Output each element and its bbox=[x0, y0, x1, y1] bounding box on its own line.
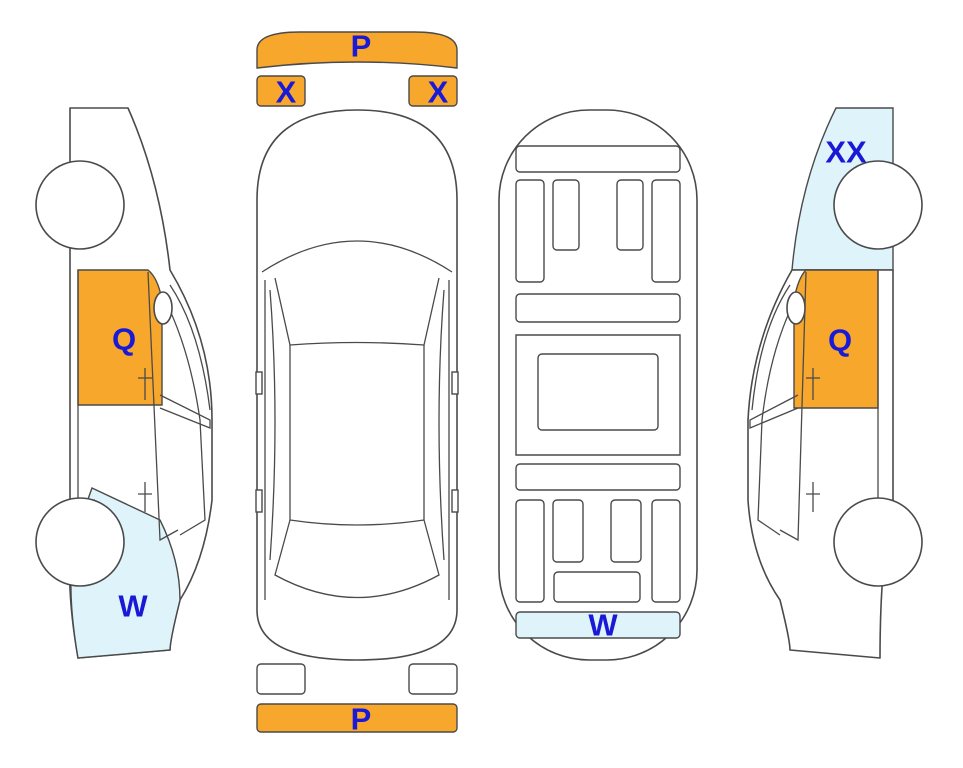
left-front-door-panel[interactable] bbox=[77, 269, 163, 406]
top-view: P X X P bbox=[255, 29, 459, 737]
underbody-view: W bbox=[498, 109, 698, 661]
rear-bumper-panel[interactable] bbox=[256, 703, 458, 733]
front-right-light-panel[interactable] bbox=[408, 75, 458, 107]
rear-left-light[interactable] bbox=[256, 663, 306, 695]
rear-bumper-label: P bbox=[351, 702, 372, 737]
right-side-view: XX Q bbox=[747, 107, 923, 659]
front-bumper-panel[interactable] bbox=[256, 31, 458, 69]
rear-right-light[interactable] bbox=[408, 663, 458, 695]
left-side-view: Q W bbox=[35, 107, 213, 659]
front-left-light-panel[interactable] bbox=[256, 75, 306, 107]
left-front-wheel bbox=[35, 160, 125, 250]
right-front-door-label: Q bbox=[828, 323, 852, 358]
front-bumper-label: P bbox=[351, 29, 372, 64]
underbody-rear-label: W bbox=[588, 608, 618, 643]
front-left-light-label: X bbox=[276, 75, 297, 110]
left-front-door-label: Q bbox=[112, 322, 136, 357]
top-view-body bbox=[256, 109, 458, 661]
left-rear-quarter-label: W bbox=[118, 589, 148, 624]
underbody-rear-panel[interactable] bbox=[515, 611, 681, 639]
front-right-light-label: X bbox=[428, 75, 449, 110]
left-rear-wheel bbox=[35, 497, 125, 587]
right-front-wheel bbox=[833, 497, 923, 587]
right-front-door-panel[interactable] bbox=[793, 269, 879, 409]
right-rear-quarter-label: XX bbox=[825, 135, 867, 170]
right-rear-wheel bbox=[833, 160, 923, 250]
